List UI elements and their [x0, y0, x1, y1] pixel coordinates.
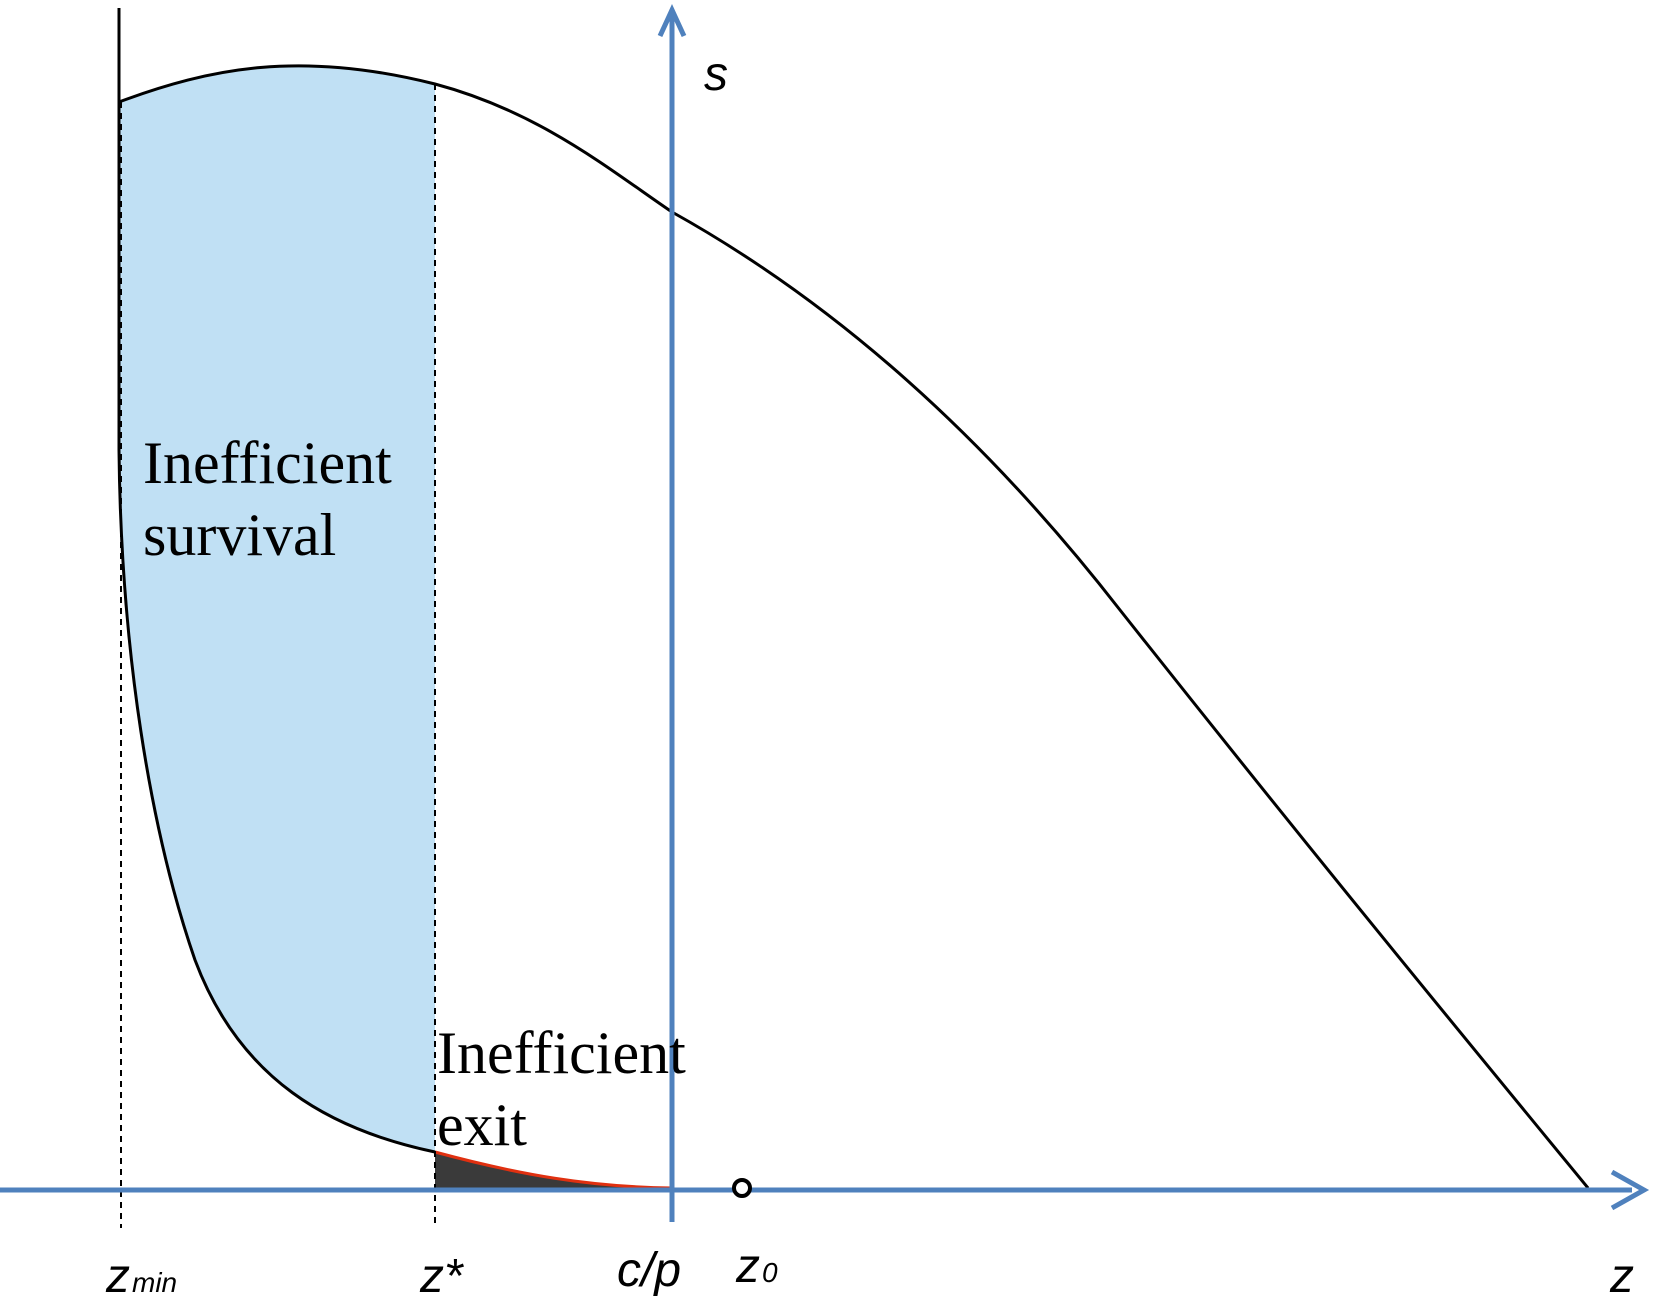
x-axis-arrowhead — [1610, 1169, 1650, 1211]
exit-label-line1: Inefficient — [437, 1020, 686, 1086]
survival-label-line1: Inefficient — [143, 430, 392, 496]
tick-label-z0-main: z — [735, 1240, 760, 1293]
survival-label-line2: survival — [143, 502, 336, 568]
tick-label-z0-sub: 0 — [762, 1257, 778, 1288]
lower-curve — [117, 101, 436, 1154]
tick-label-zmin-sub: min — [132, 1267, 177, 1298]
upper-curve — [118, 64, 1590, 1189]
tick-label-z0: z0 — [735, 1240, 778, 1293]
tick-label-c-over-p: c/p — [617, 1244, 681, 1297]
exit-curve-edge — [434, 1150, 673, 1190]
tick-label-zstar: z* — [419, 1250, 464, 1302]
inefficient-exit-region — [435, 1152, 672, 1188]
exit-label-line2: exit — [437, 1092, 527, 1158]
y-axis-arrowhead — [657, 4, 687, 38]
z0-marker — [732, 1178, 752, 1198]
inefficient-survival-region — [119, 65, 435, 1153]
y-axis-label: s — [704, 48, 728, 101]
tick-label-zmin-main: z — [105, 1250, 130, 1302]
x-axis-label: z — [1609, 1250, 1634, 1302]
tick-label-zmin: zmin — [105, 1250, 177, 1302]
